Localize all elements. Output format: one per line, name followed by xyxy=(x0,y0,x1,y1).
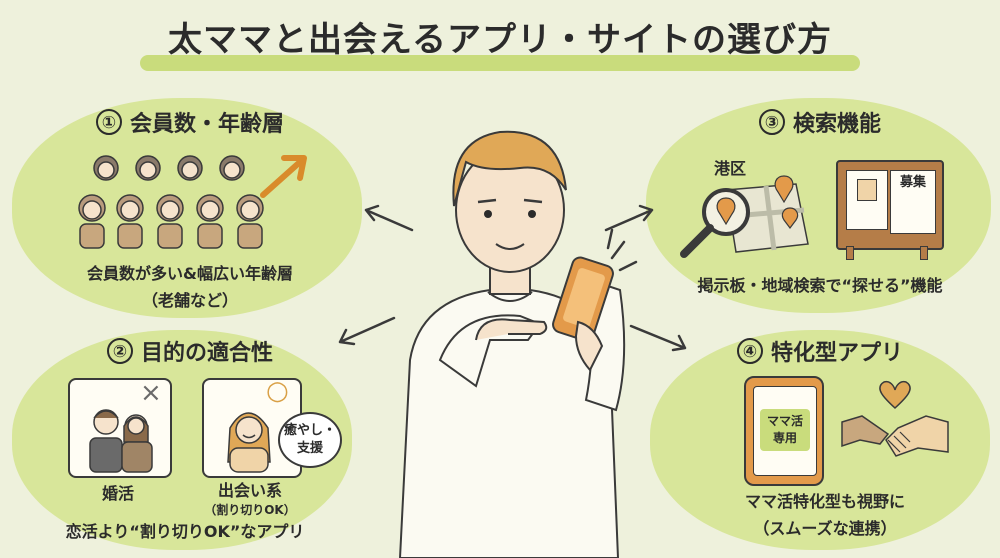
handshake-heart-icon xyxy=(841,380,949,457)
panel-3-caption: 掲示板・地域検索で“探せる”機能 xyxy=(697,276,943,295)
panel-4-heading: ④ 特化型アプリ xyxy=(700,335,940,367)
panel-3-heading-label: 検索機能 xyxy=(792,112,881,137)
panel-1-caption-line1: 会員数が多い&幅広い年齢層 xyxy=(87,264,293,283)
marriage-card xyxy=(68,378,172,478)
bulletin-board: 募集 xyxy=(836,160,944,250)
panel-4-caption-line1: ママ活特化型も視野に xyxy=(744,492,905,511)
panel-4-caption-line2: （スムーズな連携） xyxy=(753,519,897,538)
panel-4-caption: ママ活特化型も視野に （スムーズな連携） xyxy=(680,488,970,539)
panel-1-background xyxy=(12,98,362,318)
crowd-of-women-icon xyxy=(78,155,307,249)
dating-label-sub: （割り切りOK） xyxy=(204,503,296,517)
smiling-woman-icon xyxy=(227,412,271,473)
panel-4-heading-label: 特化型アプリ xyxy=(770,341,903,366)
marriage-card-mark: × xyxy=(140,378,162,408)
healing-bubble-line2: 支援 xyxy=(296,441,323,456)
tablet-badge: ママ活 専用 xyxy=(760,409,810,451)
map-with-magnifier-icon xyxy=(680,175,809,258)
arrow-to-panel-4 xyxy=(629,324,687,352)
panel-2-caption: 恋活より“割り切りOK”なアプリ xyxy=(65,522,305,541)
dating-label-main: 出会い系 xyxy=(217,481,282,500)
panel-1-heading: ① 会員数・年齢層 xyxy=(60,106,320,138)
dating-label: 出会い系 （割り切りOK） xyxy=(190,477,310,518)
panel-1-caption: 会員数が多い&幅広い年齢層 （老舗など） xyxy=(40,260,340,311)
arrow-to-panel-3 xyxy=(604,204,654,232)
page-title: 太ママと出会えるアプリ・サイトの選び方 xyxy=(168,20,832,60)
panel-4-number: ④ xyxy=(736,338,763,364)
panel-1-heading-label: 会員数・年齢層 xyxy=(129,112,284,137)
tablet-badge-line1: ママ活 xyxy=(766,414,803,428)
couple-icon xyxy=(89,409,153,473)
panel-2-heading: ② 目的の適合性 xyxy=(60,335,320,367)
tablet: ママ活 専用 xyxy=(744,376,824,486)
marriage-label: 婚活 xyxy=(101,484,134,503)
panel-3-heading: ③ 検索機能 xyxy=(690,106,950,138)
title-area: 太ママと出会えるアプリ・サイトの選び方 xyxy=(0,12,1000,61)
arrow-to-panel-2 xyxy=(338,316,396,346)
panel-1-number: ① xyxy=(95,109,122,135)
healing-bubble-line1: 癒やし・ xyxy=(283,423,336,438)
panel-2-number: ② xyxy=(106,338,133,364)
bulletin-board-label: 募集 xyxy=(899,175,926,190)
healing-bubble: 癒やし・ 支援 xyxy=(278,412,342,468)
map-label: 港区 xyxy=(713,159,746,178)
arrow-to-panel-1 xyxy=(364,204,414,232)
title-underline xyxy=(140,55,860,71)
man-with-phone-illustration xyxy=(398,130,638,558)
panel-3-number: ③ xyxy=(758,109,785,135)
panel-1-caption-line2: （老舗など） xyxy=(141,291,238,310)
dating-card-mark: ○ xyxy=(266,376,289,406)
panel-2-heading-label: 目的の適合性 xyxy=(140,341,273,366)
tablet-badge-line2: 専用 xyxy=(772,431,797,445)
